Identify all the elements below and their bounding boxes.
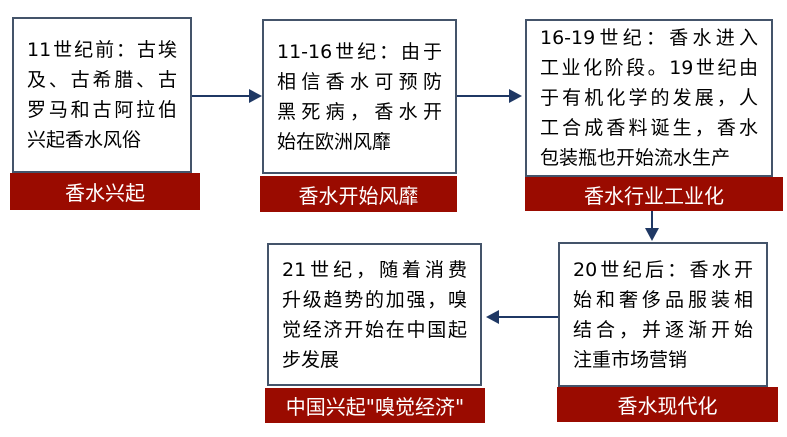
arrow-shaft: [499, 316, 558, 318]
arrow-down: [644, 211, 660, 241]
label-perfume-popular: 香水开始风靡: [260, 176, 457, 212]
arrow-head-right-icon: [509, 89, 522, 103]
label-perfume-rise: 香水兴起: [10, 173, 200, 210]
arrow-shaft: [457, 95, 509, 97]
arrow-head-right-icon: [249, 89, 262, 103]
label-modernization: 香水现代化: [557, 387, 778, 422]
arrow-right-1: [192, 88, 262, 104]
arrow-right-2: [457, 88, 523, 104]
arrow-shaft: [651, 211, 653, 228]
arrow-left: [486, 309, 558, 325]
arrow-shaft: [192, 95, 249, 97]
label-china-scent-economy: 中国兴起"嗅觉经济": [265, 388, 485, 423]
box-china-scent-economy: 21世纪，随着消费升级趋势的加强，嗅觉经济开始在中国起步发展: [267, 243, 482, 386]
box-perfume-popular: 11-16世纪：由于相信香水可预防黑死病，香水开始在欧洲风靡: [262, 19, 457, 174]
arrow-head-down-icon: [645, 228, 659, 241]
label-industrialization: 香水行业工业化: [525, 177, 783, 211]
box-industrialization: 16-19世纪：香水进入工业化阶段。19世纪由于有机化学的发展，人工合成香料诞生…: [525, 19, 773, 177]
box-modernization: 20世纪后：香水开始和奢侈品服装相结合，并逐渐开始注重市场营销: [558, 242, 768, 387]
box-perfume-rise: 11世纪前：古埃及、古希腊、古罗马和古阿拉伯兴起香水风俗: [12, 17, 192, 173]
arrow-head-left-icon: [486, 310, 499, 324]
